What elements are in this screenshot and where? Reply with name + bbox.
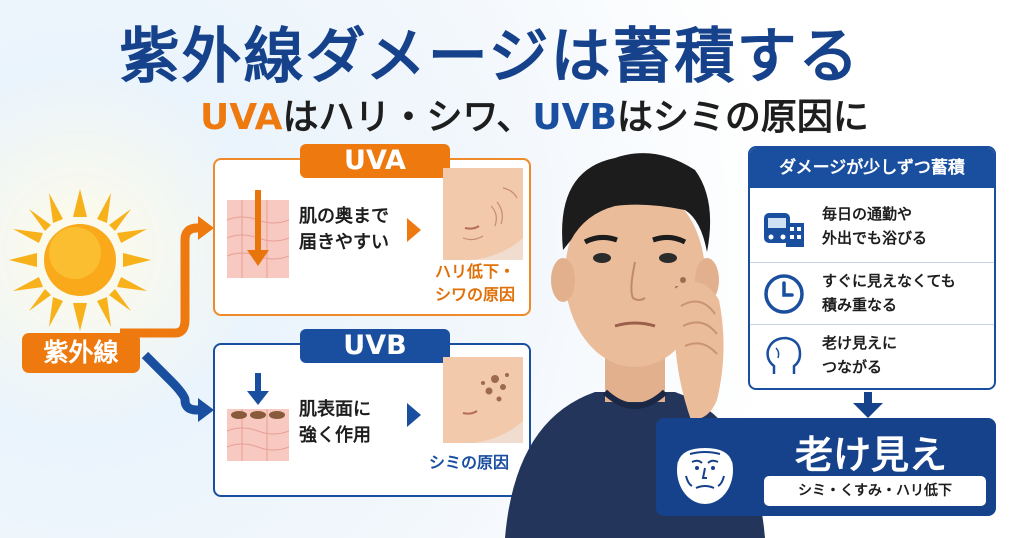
- panel-item-line2: つながる: [822, 358, 883, 376]
- panel-item-line2: 積み重なる: [822, 296, 898, 314]
- panel-item-text: すぐに見えなくても 積み重なる: [822, 269, 956, 317]
- uva-desc-line1: 肌の奥まで: [299, 206, 389, 227]
- panel-item-text: 毎日の通勤や 外出でも浴びる: [822, 202, 927, 250]
- subtitle-uvb-text: はシミの原因に: [616, 97, 869, 138]
- panel-item-line2: 外出でも浴びる: [822, 229, 928, 247]
- page-subtitle: UVAはハリ・シワ、UVBはシミの原因に: [200, 88, 920, 140]
- uvb-desc-line2: 強く作用: [299, 425, 371, 446]
- panel-item-commute: 毎日の通勤や 外出でも浴びる: [750, 196, 994, 258]
- panel-item-line1: 毎日の通勤や: [822, 205, 913, 223]
- uva-description: 肌の奥まで 届きやすい: [299, 204, 389, 256]
- uvb-result: シミの原因: [415, 451, 523, 474]
- uvb-description: 肌表面に 強く作用: [299, 397, 371, 449]
- subtitle-uvb: UVB: [532, 97, 617, 138]
- bus-building-icon: [764, 213, 804, 247]
- panel-header: ダメージが少しずつ蓄積: [750, 148, 994, 188]
- page-title: 紫外線ダメージは蓄積する: [119, 22, 861, 92]
- result-subtitle: シミ・くすみ・ハリ低下: [764, 476, 986, 506]
- uvb-card: UVB 肌表面に 強く作用 シミの原因: [213, 329, 531, 497]
- wrinkled-face-icon: [443, 168, 523, 260]
- skin-layer-icon: [227, 190, 289, 278]
- sun-icon: [9, 189, 151, 331]
- skin-surface-icon: [227, 373, 289, 461]
- result-box: 老け見え シミ・くすみ・ハリ低下: [656, 418, 996, 516]
- uva-card: UVA 肌の奥まで 届きやすい ハリ低下・ シワの原因: [213, 144, 531, 316]
- damage-panel: ダメージが少しずつ蓄積 毎日の通勤や 外出でも浴びる すぐに見えなくても 積み重…: [748, 146, 996, 390]
- panel-item-accumulate: すぐに見えなくても 積み重なる: [750, 262, 994, 324]
- uvb-arrow-icon: [407, 403, 421, 427]
- subtitle-uva: UVA: [200, 97, 283, 138]
- uvb-tag: UVB: [300, 329, 450, 363]
- uva-result: ハリ低下・ シワの原因: [427, 260, 523, 306]
- uva-arrow-icon: [407, 218, 421, 242]
- uva-result-line2: シワの原因: [434, 285, 515, 304]
- spotted-face-icon: [443, 357, 523, 443]
- result-title: 老け見え: [794, 433, 947, 477]
- uvb-result-line1: シミの原因: [428, 453, 509, 472]
- panel-item-line1: 老け見えに: [822, 334, 898, 352]
- aged-face-icon: [677, 434, 733, 504]
- down-arrow-icon: [853, 392, 883, 418]
- panel-item-aging: 老け見えに つながる: [750, 324, 994, 386]
- uv-label: 紫外線: [22, 333, 140, 373]
- subtitle-uva-text: はハリ・シワ、: [282, 97, 533, 138]
- panel-item-line1: すぐに見えなくても: [822, 272, 956, 290]
- uvb-desc-line1: 肌表面に: [299, 399, 371, 420]
- uva-desc-line2: 届きやすい: [299, 232, 389, 253]
- uva-result-line1: ハリ低下・: [434, 262, 515, 281]
- head-profile-icon: [766, 336, 802, 374]
- uva-tag: UVA: [300, 144, 450, 178]
- clock-icon: [764, 274, 804, 314]
- panel-item-text: 老け見えに つながる: [822, 331, 897, 379]
